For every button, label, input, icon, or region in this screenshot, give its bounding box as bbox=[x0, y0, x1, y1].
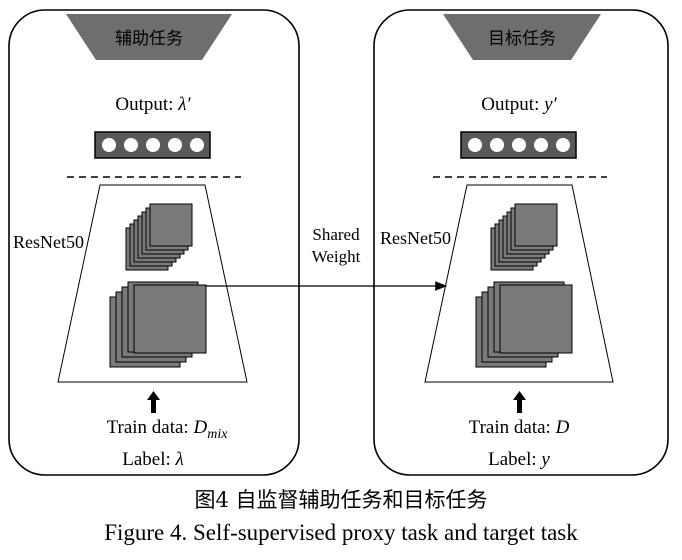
feature-maps-small-right bbox=[490, 203, 558, 271]
label-text-left: Label: λ bbox=[122, 449, 184, 470]
backbone-label-left: ResNet50 bbox=[13, 232, 84, 252]
panel-right: 目标任务 Output: y′ ResNet50 bbox=[373, 9, 669, 476]
backbone-label-right: ResNet50 bbox=[380, 228, 451, 248]
tab-right bbox=[443, 14, 601, 60]
panel-left: 辅助任务 Output: λ′ ResNet50 bbox=[8, 9, 300, 476]
output-label-right: Output: y′ bbox=[481, 94, 557, 115]
output-neuron bbox=[168, 138, 182, 152]
tab-left bbox=[66, 14, 232, 60]
label-text-right: Label: y bbox=[488, 449, 550, 470]
shared-weight-label-line2: Weight bbox=[312, 247, 361, 266]
feature-maps-large-left bbox=[109, 281, 207, 368]
output-neurons-right bbox=[468, 138, 570, 152]
output-neurons-left bbox=[102, 138, 204, 152]
output-neuron bbox=[102, 138, 116, 152]
output-neuron bbox=[556, 138, 570, 152]
tab-left-label: 辅助任务 bbox=[115, 29, 183, 49]
caption-english: Figure 4. Self-supervised proxy task and… bbox=[104, 520, 578, 545]
output-neuron bbox=[534, 138, 548, 152]
shared-weight-connector: Shared Weight bbox=[206, 225, 448, 291]
input-arrow-left bbox=[147, 391, 160, 413]
input-arrow-right bbox=[513, 391, 526, 413]
output-neuron bbox=[512, 138, 526, 152]
input-label-left: Train data: Dmix bbox=[107, 417, 229, 442]
output-neuron bbox=[190, 138, 204, 152]
output-neuron bbox=[146, 138, 160, 152]
output-neuron bbox=[490, 138, 504, 152]
shared-weight-label-line1: Shared bbox=[312, 225, 360, 244]
feature-maps-small-left bbox=[125, 203, 193, 271]
output-neuron bbox=[468, 138, 482, 152]
feature-maps-large-right bbox=[475, 281, 573, 368]
output-label-left: Output: λ′ bbox=[115, 94, 191, 115]
output-neuron bbox=[124, 138, 138, 152]
caption-chinese: 图4 自监督辅助任务和目标任务 bbox=[194, 488, 488, 512]
tab-right-label: 目标任务 bbox=[488, 29, 556, 49]
input-label-right: Train data: D bbox=[469, 417, 570, 438]
